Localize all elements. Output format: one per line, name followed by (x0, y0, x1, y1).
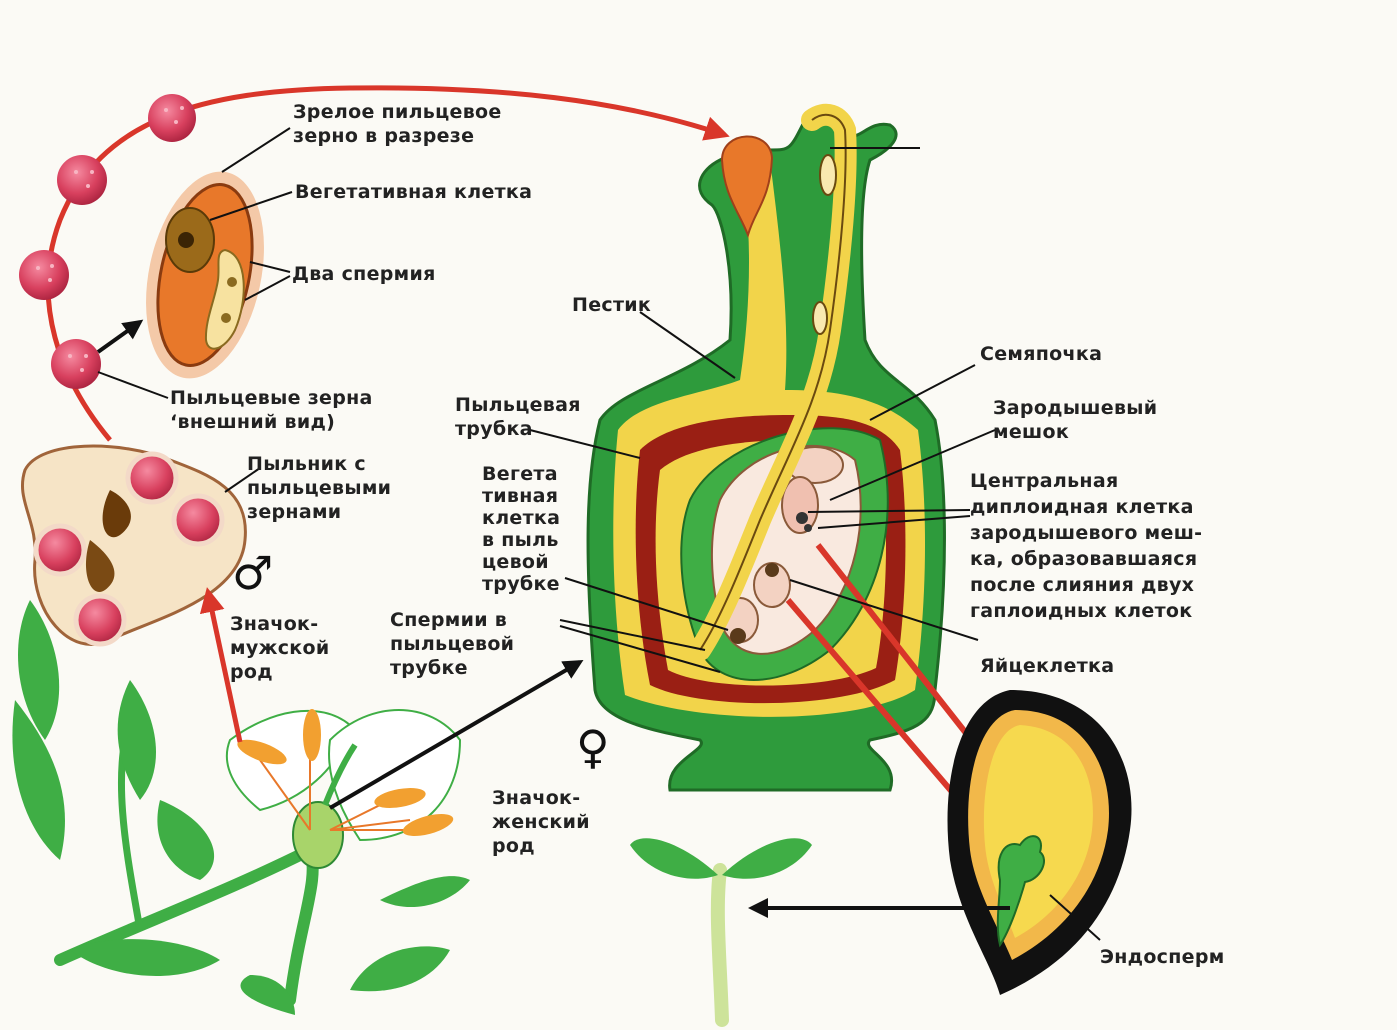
label-central-cell: Центральная диплоидная клетка зародышево… (970, 468, 1202, 624)
pollen-grain-section (128, 161, 281, 390)
label-embryo-sac: Зародышевый мешок (993, 396, 1157, 444)
label-sperms-in-tube: Спермии в пыльцевой трубке (390, 608, 514, 680)
pollen-to-section-arrow (98, 322, 140, 352)
label-pollen-tube: Пыльцевая трубка (455, 393, 581, 441)
seedling (630, 838, 812, 1020)
label-endosperm: Эндосперм (1100, 945, 1225, 969)
label-female-caption: Значок- женский род (492, 786, 590, 858)
label-male-caption: Значок- мужской род (230, 612, 329, 684)
label-mature-pollen-grain: Зрелое пильцевое зерно в разрезе (293, 100, 502, 148)
female-sign: ♀ (576, 724, 610, 770)
pistil (588, 112, 944, 790)
label-pistil: Пестик (572, 293, 651, 317)
label-vegetative-cell-in-tube: Вегета тивная клетка в пыль цевой трубке (482, 463, 560, 595)
label-vegetative-cell: Вегетативная клетка (295, 180, 532, 204)
label-anther: Пыльник с пыльцевыми зернами (247, 452, 391, 524)
label-two-sperms: Два спермия (292, 262, 436, 286)
male-sign: ♂ (232, 550, 273, 596)
label-ovule: Семяпочка (980, 342, 1102, 366)
label-egg-cell: Яйцеклетка (980, 654, 1114, 678)
label-pollen-grains-external: Пыльцевые зерна ‘внешний вид) (170, 386, 373, 434)
